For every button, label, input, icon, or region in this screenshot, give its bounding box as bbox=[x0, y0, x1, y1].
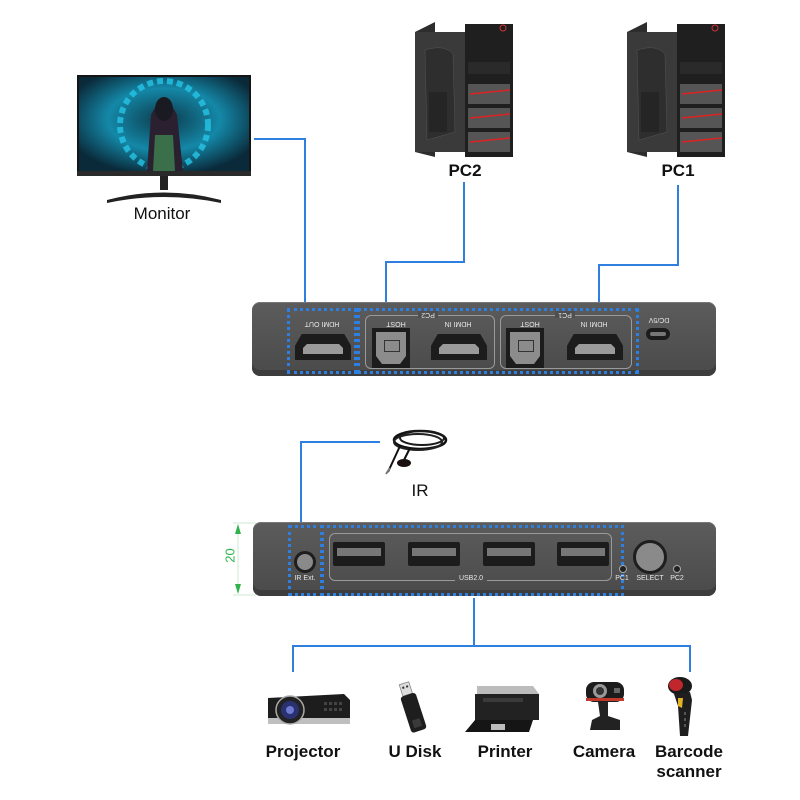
pc2-led bbox=[673, 565, 681, 573]
select-button[interactable] bbox=[633, 540, 667, 574]
printer-device bbox=[463, 680, 543, 736]
pc2-usb-host-port bbox=[372, 328, 410, 368]
ir-wire-h bbox=[300, 441, 380, 443]
hdmi-out-label: HDMI OUT bbox=[304, 320, 340, 327]
webcam-icon bbox=[586, 682, 624, 730]
pc2-group-label: PC2 bbox=[418, 311, 438, 318]
pc1-host-label: HOST bbox=[520, 320, 540, 327]
usb-group-label: USB2.0 bbox=[455, 575, 487, 582]
pc2-host-label: HOST bbox=[386, 320, 406, 327]
ir-ext-label: IR Ext. bbox=[294, 575, 316, 582]
printer-icon bbox=[465, 686, 539, 732]
monitor-wire-h bbox=[254, 138, 306, 140]
select-label: SELECT bbox=[636, 575, 664, 582]
usb-flash-drive-icon bbox=[398, 681, 427, 733]
power-port bbox=[646, 328, 670, 340]
pc1-group-label: PC1 bbox=[555, 311, 575, 318]
peripheral-label-projector: Projector bbox=[265, 742, 341, 761]
pc1-led-label: PC1 bbox=[615, 575, 629, 582]
power-label: DC/5V bbox=[648, 316, 670, 323]
desktop-tower-icon bbox=[627, 22, 725, 157]
pc2-wire-h bbox=[385, 261, 465, 263]
peripheral-label-camera: Camera bbox=[572, 742, 636, 761]
barcode-label-line1: Barcode bbox=[654, 742, 724, 761]
pc1-hdmi-in-port bbox=[567, 334, 623, 360]
usb-ports-highlight bbox=[320, 525, 624, 596]
usb-a-port-2 bbox=[408, 542, 460, 566]
pc2-wire-v2 bbox=[385, 261, 387, 304]
barcode-scanner-device bbox=[664, 676, 700, 738]
monitor-wire-v bbox=[304, 138, 306, 304]
usb-a-port-4 bbox=[557, 542, 609, 566]
pc1-hdmi-in-label: HDMI IN bbox=[580, 320, 608, 327]
pc2-led-label: PC2 bbox=[670, 575, 684, 582]
pc1-label: PC1 bbox=[661, 161, 695, 180]
pc1-device bbox=[627, 22, 727, 162]
barcode-scanner-icon bbox=[668, 677, 692, 736]
ir-ext-port bbox=[294, 551, 316, 573]
monitor-label: Monitor bbox=[133, 204, 191, 223]
usb-wire-left-drop bbox=[292, 645, 294, 672]
pc2-label: PC2 bbox=[448, 161, 482, 180]
usb-wire-right-drop bbox=[689, 645, 691, 672]
projector-device bbox=[264, 688, 352, 728]
ir-cable-icon bbox=[385, 429, 448, 475]
pc1-led bbox=[619, 565, 627, 573]
peripheral-label-printer: Printer bbox=[477, 742, 533, 761]
peripheral-label-u-disk: U Disk bbox=[388, 742, 442, 761]
ir-label: IR bbox=[411, 481, 429, 500]
usb-a-port-3 bbox=[483, 542, 535, 566]
pc-inputs-highlight bbox=[357, 308, 639, 374]
hdmi-out-highlight bbox=[287, 308, 357, 374]
pc2-hdmi-in-port bbox=[431, 334, 487, 360]
hdmi-out-port bbox=[295, 334, 351, 360]
height-dimension bbox=[228, 522, 258, 596]
dimension-arrow-icon bbox=[233, 522, 256, 596]
ir-wire-v bbox=[300, 441, 302, 523]
monitor-icon bbox=[77, 75, 251, 203]
monitor-device bbox=[77, 75, 251, 205]
pc1-usb-host-port bbox=[506, 328, 544, 368]
pc2-wire-v1 bbox=[463, 182, 465, 263]
barcode-label-line2: scanner bbox=[656, 762, 722, 781]
usb-wire-v bbox=[473, 598, 475, 647]
pc1-wire-h bbox=[598, 264, 679, 266]
desktop-tower-icon bbox=[415, 22, 513, 157]
pc2-device bbox=[415, 22, 515, 162]
pc1-wire-v2 bbox=[598, 264, 600, 304]
ir-receiver bbox=[382, 424, 452, 476]
pc2-hdmi-in-label: HDMI IN bbox=[444, 320, 472, 327]
usb-wire-h bbox=[292, 645, 691, 647]
pc1-wire-v1 bbox=[677, 185, 679, 266]
camera-device bbox=[580, 680, 630, 734]
usb-a-port-1 bbox=[333, 542, 385, 566]
height-dimension-value: 20 bbox=[222, 548, 238, 563]
peripheral-label-barcode-scanner: Barcode scanner bbox=[644, 742, 734, 782]
projector-icon bbox=[268, 694, 350, 725]
u-disk-device bbox=[392, 680, 432, 736]
